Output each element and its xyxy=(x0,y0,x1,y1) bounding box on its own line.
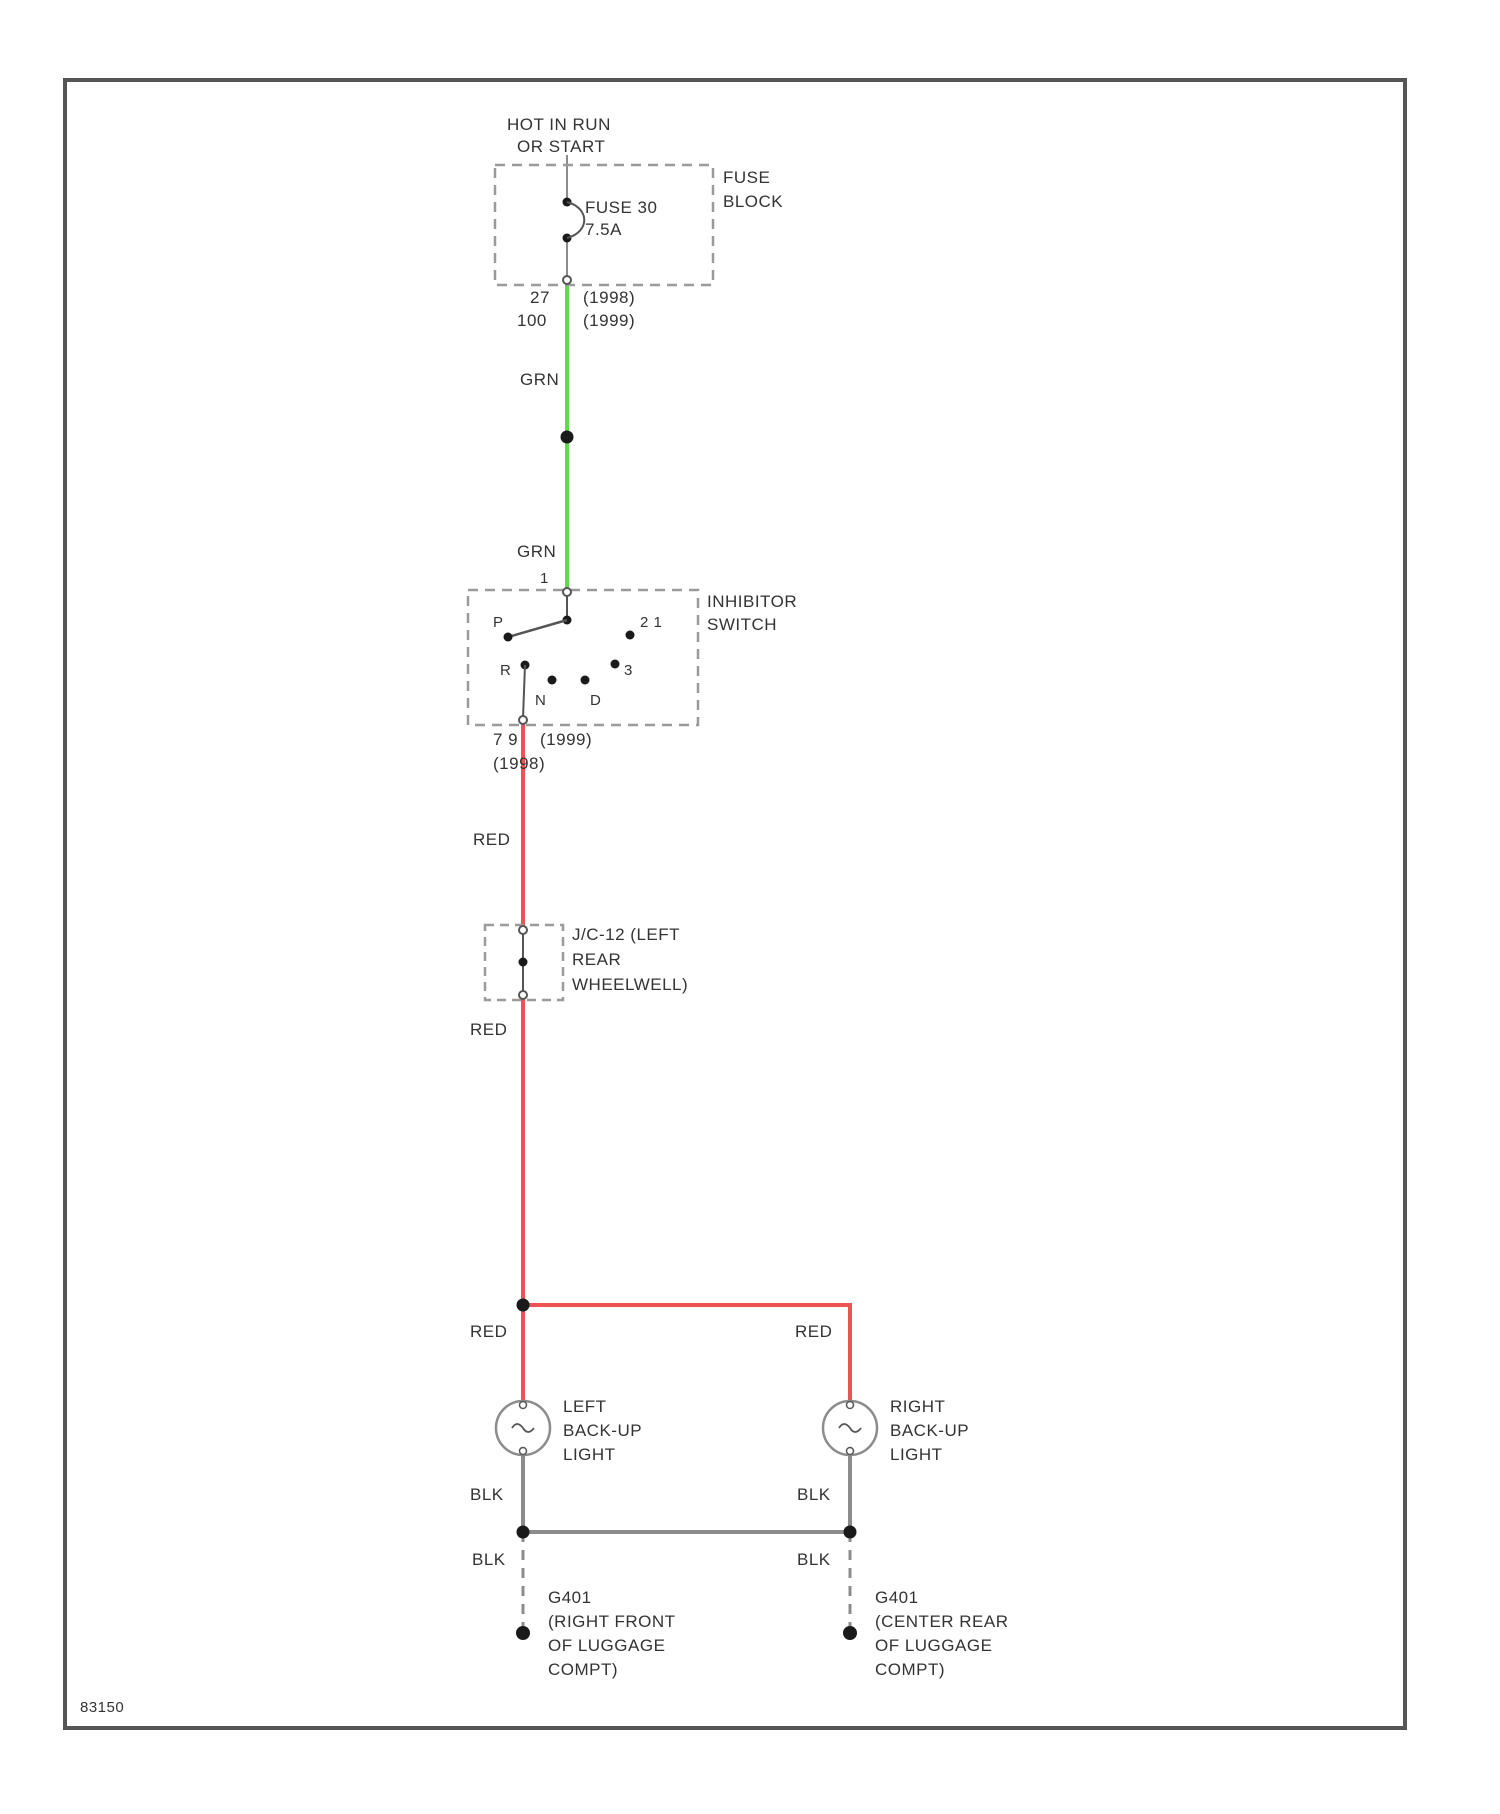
fuse-label-line2: 7.5A xyxy=(585,220,622,239)
inhibitor-pin-out-a-note: (1999) xyxy=(540,730,592,749)
fuse-pin-b: 100 xyxy=(517,311,547,330)
inhibitor-label-line1: INHIBITOR xyxy=(707,592,797,611)
wire-label-blk-left-upper: BLK xyxy=(470,1485,504,1504)
inhibitor-input-terminal xyxy=(563,588,571,596)
inhibitor-wiper xyxy=(508,620,567,637)
inhibitor-switch-box xyxy=(468,590,698,725)
right-lamp-terminal-bottom xyxy=(847,1448,854,1455)
jc-label-line3: WHEELWELL) xyxy=(572,975,688,994)
fuse-block-label-line2: BLOCK xyxy=(723,192,783,211)
jc-label-line2: REAR xyxy=(572,950,621,969)
red-wire-branch xyxy=(523,1305,850,1400)
ground-right-line4: COMPT) xyxy=(875,1660,945,1679)
power-source-line1: HOT IN RUN xyxy=(507,115,611,134)
wire-label-red-right: RED xyxy=(795,1322,832,1341)
inhibitor-pos-21: 2 1 xyxy=(640,614,662,631)
wire-label-red-left: RED xyxy=(470,1322,507,1341)
jc-terminal-top xyxy=(519,926,527,934)
inhibitor-pin-out-b-note: (1998) xyxy=(493,754,545,773)
inhibitor-pos-3: 3 xyxy=(624,662,633,679)
right-lamp-terminal-top xyxy=(847,1402,854,1409)
left-lamp-label-line1: LEFT xyxy=(563,1397,607,1416)
fuse-pin-a: 27 xyxy=(530,288,550,307)
jc-splice xyxy=(519,958,528,967)
inhibitor-contact-p xyxy=(504,633,513,642)
fuse-label-line1: FUSE 30 xyxy=(585,198,657,217)
right-lamp-label-line2: BACK-UP xyxy=(890,1421,969,1440)
ground-left-line2: (RIGHT FRONT xyxy=(548,1612,676,1631)
inhibitor-pos-p: P xyxy=(493,614,504,631)
fuse-element xyxy=(567,202,584,238)
fuse-block-label-line1: FUSE xyxy=(723,168,770,187)
inhibitor-contact-d xyxy=(581,676,590,685)
ground-right-point xyxy=(843,1626,857,1640)
left-lamp-label-line3: LIGHT xyxy=(563,1445,616,1464)
right-lamp-label-line3: LIGHT xyxy=(890,1445,943,1464)
ground-right-line2: (CENTER REAR xyxy=(875,1612,1009,1631)
wire-label-blk-left-lower: BLK xyxy=(472,1550,506,1569)
jc-label-line1: J/C-12 (LEFT xyxy=(572,925,680,944)
grn-splice-dot xyxy=(561,431,574,444)
inhibitor-pin-top: 1 xyxy=(540,570,549,587)
diagram-frame xyxy=(65,80,1405,1728)
inhibitor-contact-n xyxy=(548,676,557,685)
right-lamp-label-line1: RIGHT xyxy=(890,1397,945,1416)
inhibitor-r-output xyxy=(523,665,525,718)
inhibitor-contact-21 xyxy=(626,631,635,640)
blk-splice-right xyxy=(844,1526,857,1539)
power-source-line2: OR START xyxy=(517,137,605,156)
blk-splice-left xyxy=(517,1526,530,1539)
inhibitor-pos-d: D xyxy=(590,692,601,709)
jc-terminal-bottom xyxy=(519,991,527,999)
fuse-pin-a-note: (1998) xyxy=(583,288,635,307)
ground-right-line1: G401 xyxy=(875,1588,919,1607)
wire-label-blk-right-lower: BLK xyxy=(797,1550,831,1569)
inhibitor-pin-out-a: 7 9 xyxy=(493,730,518,749)
ground-left-line4: COMPT) xyxy=(548,1660,618,1679)
wire-label-grn-upper: GRN xyxy=(520,370,559,389)
left-lamp-terminal-bottom xyxy=(520,1448,527,1455)
ground-left-line1: G401 xyxy=(548,1588,592,1607)
left-lamp-terminal-top xyxy=(520,1402,527,1409)
wire-label-red-1: RED xyxy=(473,830,510,849)
ground-left-line3: OF LUGGAGE xyxy=(548,1636,665,1655)
left-lamp-label-line2: BACK-UP xyxy=(563,1421,642,1440)
figure-id: 83150 xyxy=(80,1699,124,1716)
inhibitor-pos-r: R xyxy=(500,662,511,679)
fuse-block-output-terminal xyxy=(563,276,571,284)
red-splice-dot xyxy=(517,1299,530,1312)
wire-label-grn-lower: GRN xyxy=(517,542,556,561)
wire-label-blk-right-upper: BLK xyxy=(797,1485,831,1504)
inhibitor-label-line2: SWITCH xyxy=(707,615,777,634)
ground-left-point xyxy=(516,1626,530,1640)
inhibitor-output-terminal xyxy=(519,716,527,724)
fuse-pin-b-note: (1999) xyxy=(583,311,635,330)
inhibitor-contact-3 xyxy=(611,660,620,669)
inhibitor-pos-n: N xyxy=(535,692,546,709)
ground-right-line3: OF LUGGAGE xyxy=(875,1636,992,1655)
wire-label-red-2: RED xyxy=(470,1020,507,1039)
